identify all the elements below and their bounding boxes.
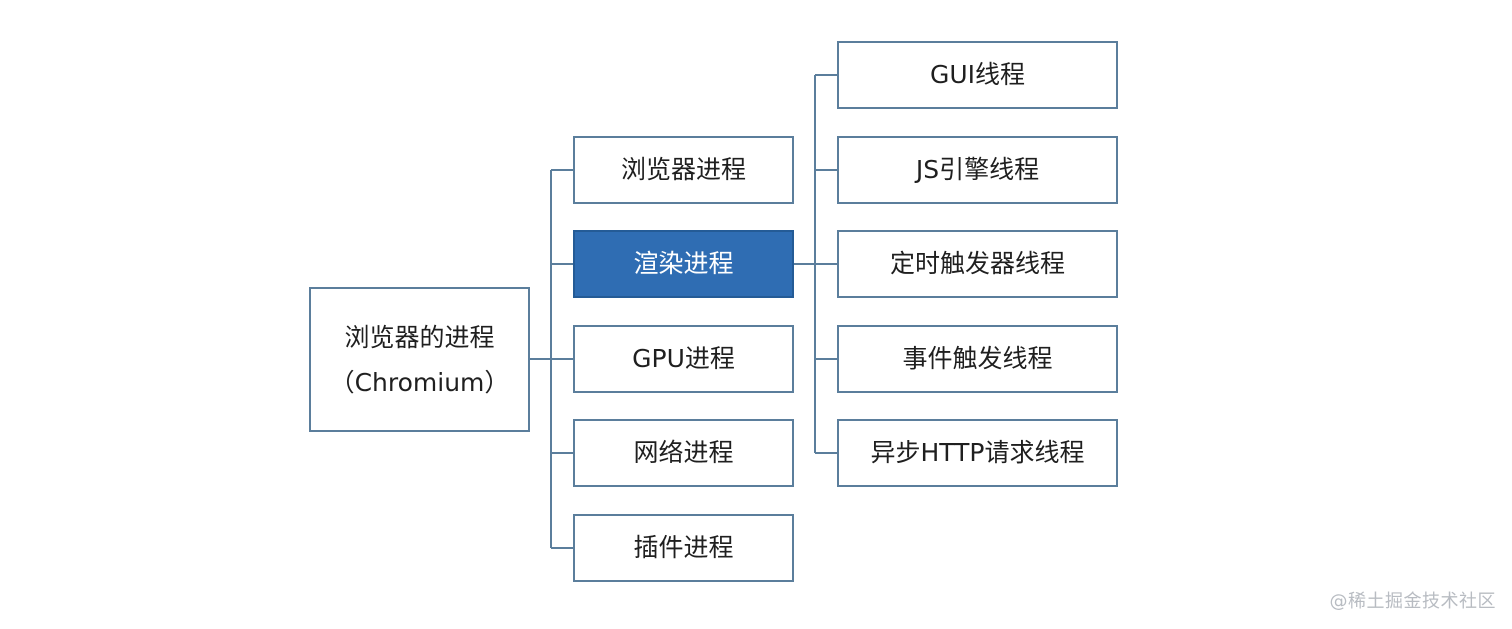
process-node-label: 网络进程 — [633, 438, 734, 468]
process-node-label: 渲染进程 — [633, 249, 734, 279]
root-node-subtitle: （Chromium） — [329, 367, 510, 397]
process-node-plugin: 插件进程 — [573, 514, 794, 582]
process-node-browser: 浏览器进程 — [573, 136, 794, 204]
thread-node-label: 定时触发器线程 — [889, 249, 1065, 279]
process-node-gpu: GPU进程 — [573, 325, 794, 393]
root-node-title: 浏览器的进程 — [344, 322, 495, 352]
thread-node-event: 事件触发线程 — [837, 325, 1118, 393]
thread-node-js-engine: JS引擎线程 — [837, 136, 1118, 204]
thread-node-label: 异步HTTP请求线程 — [870, 438, 1085, 468]
thread-node-label: GUI线程 — [929, 60, 1026, 90]
process-node-label: 浏览器进程 — [620, 155, 746, 185]
process-node-network: 网络进程 — [573, 419, 794, 487]
watermark-text: @稀土掘金技术社区 — [1329, 591, 1496, 612]
thread-node-gui: GUI线程 — [837, 41, 1118, 109]
thread-node-label: 事件触发线程 — [902, 344, 1053, 374]
thread-node-timer: 定时触发器线程 — [837, 230, 1118, 298]
process-node-renderer: 渲染进程 — [573, 230, 794, 298]
process-node-label: GPU进程 — [632, 344, 735, 374]
process-node-label: 插件进程 — [633, 533, 734, 563]
thread-node-async-http: 异步HTTP请求线程 — [837, 419, 1118, 487]
root-node-chromium: 浏览器的进程 （Chromium） — [309, 287, 530, 432]
thread-node-label: JS引擎线程 — [915, 155, 1040, 185]
